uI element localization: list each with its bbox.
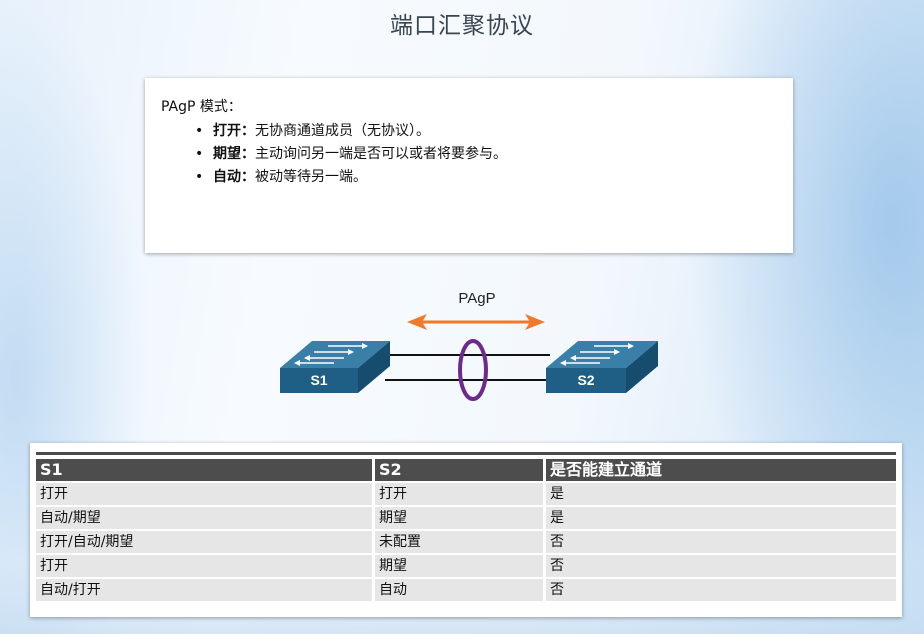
cell-s1: 打开 (36, 555, 375, 577)
cell-s1: 打开 (36, 483, 375, 505)
pagp-modes-box: PAgP 模式： 打开：无协商通道成员（无协议）。 期望：主动询问另一端是否可以… (145, 78, 793, 253)
cell-s2: 打开 (375, 483, 546, 505)
mode-item-desirable: 期望：主动询问另一端是否可以或者将要参与。 (195, 143, 507, 166)
protocol-label: PAgP (458, 290, 495, 307)
cell-s2: 期望 (375, 555, 546, 577)
mode-item-auto: 自动：被动等待另一端。 (195, 166, 507, 189)
cell-result: 是 (546, 483, 896, 505)
mode-desc: 无协商通道成员（无协议）。 (255, 123, 430, 139)
switch-s2-label: S2 (577, 372, 594, 388)
cell-result: 否 (546, 555, 896, 577)
cell-s1: 自动/期望 (36, 507, 375, 529)
table-row: 自动/期望 期望 是 (36, 507, 896, 529)
header-channel-established: 是否能建立通道 (546, 459, 896, 481)
cell-s2: 自动 (375, 579, 546, 601)
table-row: 打开 期望 否 (36, 555, 896, 577)
etherchannel-diagram: PAgP S1 S2 (280, 290, 658, 401)
cell-s1: 打开/自动/期望 (36, 531, 375, 553)
table-row: 打开/自动/期望 未配置 否 (36, 531, 896, 553)
cell-result: 否 (546, 531, 896, 553)
cell-s2: 期望 (375, 507, 546, 529)
table-row: 打开 打开 是 (36, 483, 896, 505)
table-row: 自动/打开 自动 否 (36, 579, 896, 601)
switch-s1-label: S1 (310, 372, 327, 388)
bundle-ring-icon (458, 339, 488, 401)
table-top-rule (36, 452, 896, 455)
cell-s1: 自动/打开 (36, 579, 375, 601)
mode-name: 期望： (213, 146, 255, 162)
switch-s2-icon: S2 (546, 341, 658, 393)
page-title: 端口汇聚协议 (390, 13, 534, 39)
header-s2: S2 (375, 459, 546, 481)
mode-name: 打开： (213, 123, 255, 139)
table-header-row: S1 S2 是否能建立通道 (36, 459, 896, 481)
header-s1: S1 (36, 459, 375, 481)
cell-result: 否 (546, 579, 896, 601)
switch-s1-icon: S1 (280, 341, 390, 393)
trunk-links (385, 354, 550, 381)
mode-desc: 被动等待另一端。 (255, 169, 367, 185)
channel-table-panel: S1 S2 是否能建立通道 打开 打开 是 自动/期望 期望 是 打开/自动/期… (30, 443, 902, 617)
cell-s2: 未配置 (375, 531, 546, 553)
mode-item-on: 打开：无协商通道成员（无协议）。 (195, 120, 507, 143)
channel-compatibility-table: S1 S2 是否能建立通道 打开 打开 是 自动/期望 期望 是 打开/自动/期… (36, 457, 896, 603)
bidirectional-arrow-icon (407, 314, 545, 330)
modes-heading: PAgP 模式： (161, 99, 242, 115)
mode-desc: 主动询问另一端是否可以或者将要参与。 (255, 146, 507, 162)
mode-name: 自动： (213, 169, 255, 185)
modes-list: 打开：无协商通道成员（无协议）。 期望：主动询问另一端是否可以或者将要参与。 自… (195, 120, 507, 189)
cell-result: 是 (546, 507, 896, 529)
